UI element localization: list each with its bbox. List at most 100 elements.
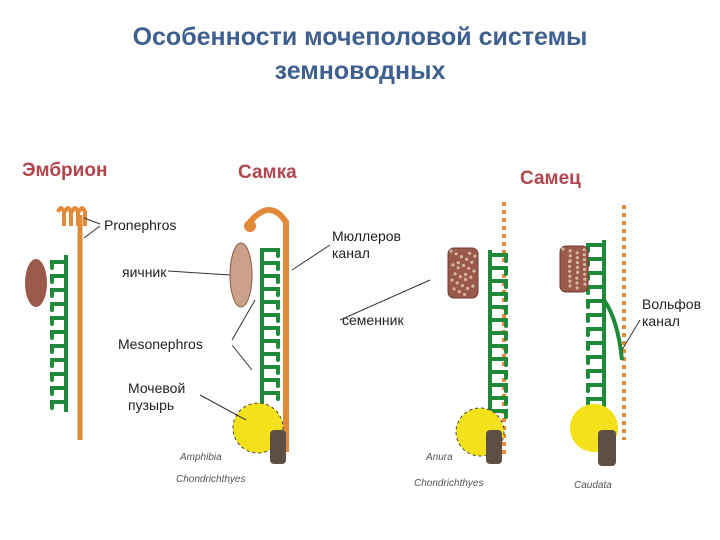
embryo-figure bbox=[25, 206, 87, 440]
testis-caudata bbox=[559, 245, 589, 293]
gonad-speckle bbox=[470, 260, 474, 264]
pronephros-tubule bbox=[70, 206, 80, 226]
gonad-speckle bbox=[568, 264, 572, 268]
kidney-tubule bbox=[260, 378, 280, 388]
kidney-tubule bbox=[260, 365, 280, 375]
kidney-tubule bbox=[488, 266, 508, 276]
kidney-tubule bbox=[586, 243, 606, 253]
leader-line bbox=[167, 270, 231, 276]
section-male: Самец bbox=[520, 168, 581, 189]
cloaca-anura bbox=[486, 430, 502, 464]
kidney-tubule bbox=[488, 344, 508, 354]
kidney-tubule bbox=[488, 279, 508, 289]
kidney-tubule bbox=[488, 396, 508, 406]
kidney-tubule bbox=[50, 302, 68, 312]
ovary-shape bbox=[229, 242, 253, 308]
kidney-tubule bbox=[586, 285, 606, 295]
taxon-chondrichthyes-male: Chondrichthyes bbox=[414, 478, 484, 489]
gonad-speckle bbox=[582, 262, 587, 267]
kidney-tubule bbox=[586, 257, 606, 267]
gonad-speckle bbox=[454, 252, 458, 256]
gonad-speckle bbox=[568, 284, 572, 288]
kidney-tubule bbox=[260, 326, 280, 336]
kidney-tubule bbox=[488, 370, 508, 380]
gonad-speckle bbox=[451, 263, 455, 267]
caudata-male-figure bbox=[559, 205, 626, 466]
section-female: Самка bbox=[238, 162, 297, 183]
gonad-speckle bbox=[575, 276, 579, 280]
kidney-tubule bbox=[50, 288, 68, 298]
cloaca-caudata bbox=[598, 430, 616, 466]
gonad-speckle bbox=[471, 284, 475, 288]
kidney-tubule bbox=[586, 397, 606, 407]
gonad-speckle bbox=[575, 251, 579, 255]
kidney-tubule bbox=[50, 316, 68, 326]
gonad-speckle bbox=[568, 254, 572, 258]
pronephros-tubule bbox=[56, 206, 66, 226]
gonad-speckle bbox=[455, 281, 459, 285]
kidney-tubule bbox=[50, 274, 68, 284]
gonad-speckle bbox=[464, 272, 468, 276]
kidney-tubule bbox=[260, 300, 280, 310]
gonad-speckle bbox=[456, 266, 460, 270]
label-pronephros: Pronephros bbox=[104, 217, 177, 233]
kidney-tubule bbox=[50, 358, 68, 368]
gonad-speckle bbox=[582, 253, 586, 257]
muller-funnel bbox=[244, 220, 256, 232]
gonad-speckle bbox=[461, 263, 466, 268]
kidney-tubule bbox=[260, 248, 280, 258]
kidney-tubule bbox=[586, 383, 606, 393]
label-wolff-2: канал bbox=[642, 313, 680, 329]
gonad-speckle bbox=[568, 249, 572, 253]
gonad-speckle bbox=[460, 284, 464, 288]
leader-line bbox=[621, 319, 641, 351]
gonad-speckle bbox=[462, 292, 467, 297]
gonad-speckle bbox=[457, 290, 461, 294]
gonad-speckle bbox=[458, 275, 462, 279]
label-bladder-1: Мочевой bbox=[128, 380, 186, 396]
wolff-duct bbox=[602, 298, 624, 361]
gonad-speckle bbox=[473, 254, 477, 258]
kidney-tubule bbox=[586, 327, 606, 337]
kidney-tubule bbox=[586, 271, 606, 281]
cloaca-female bbox=[270, 430, 286, 464]
female-figure bbox=[229, 207, 289, 464]
testis-anura bbox=[447, 247, 479, 299]
label-muller-1: Мюллеров bbox=[332, 228, 401, 244]
gonad-speckle bbox=[567, 259, 572, 264]
kidney-tubule bbox=[586, 355, 606, 365]
gonad-speckle bbox=[582, 248, 586, 252]
gonad-speckle bbox=[568, 279, 572, 283]
leader-line bbox=[339, 279, 431, 321]
kidney-tubule bbox=[488, 331, 508, 341]
leader-line bbox=[291, 244, 331, 271]
kidney-tubule bbox=[260, 274, 280, 284]
anura-male-figure bbox=[447, 202, 508, 464]
kidney-tubule bbox=[50, 400, 68, 410]
gonad-speckle bbox=[576, 270, 580, 274]
gonad-speckle bbox=[561, 247, 565, 251]
gonad-speckle bbox=[583, 272, 587, 276]
gonad-speckle bbox=[467, 266, 471, 270]
gonad-speckle bbox=[452, 287, 456, 291]
page-title-line2: земноводных bbox=[274, 57, 446, 85]
gonad-speckle bbox=[459, 255, 463, 259]
gonad-speckle bbox=[466, 286, 470, 290]
label-muller-2: канал bbox=[332, 245, 370, 261]
embryo-gonad bbox=[25, 259, 47, 307]
gonad-speckle bbox=[472, 269, 476, 273]
label-bladder-2: пузырь bbox=[128, 397, 175, 413]
gonad-speckle bbox=[456, 261, 460, 265]
kidney-tubule bbox=[50, 330, 68, 340]
leader-line bbox=[83, 217, 101, 225]
leader-line bbox=[199, 394, 247, 421]
pronephros-tubule bbox=[77, 206, 87, 226]
gonad-speckle bbox=[463, 277, 468, 282]
gonad-speckle bbox=[568, 269, 572, 273]
gonad-speckle bbox=[583, 267, 587, 271]
kidney-tubule bbox=[488, 383, 508, 393]
gonad-speckle bbox=[469, 275, 473, 279]
label-mesonephros: Mesonephros bbox=[118, 336, 203, 352]
gonad-speckle bbox=[575, 265, 580, 270]
